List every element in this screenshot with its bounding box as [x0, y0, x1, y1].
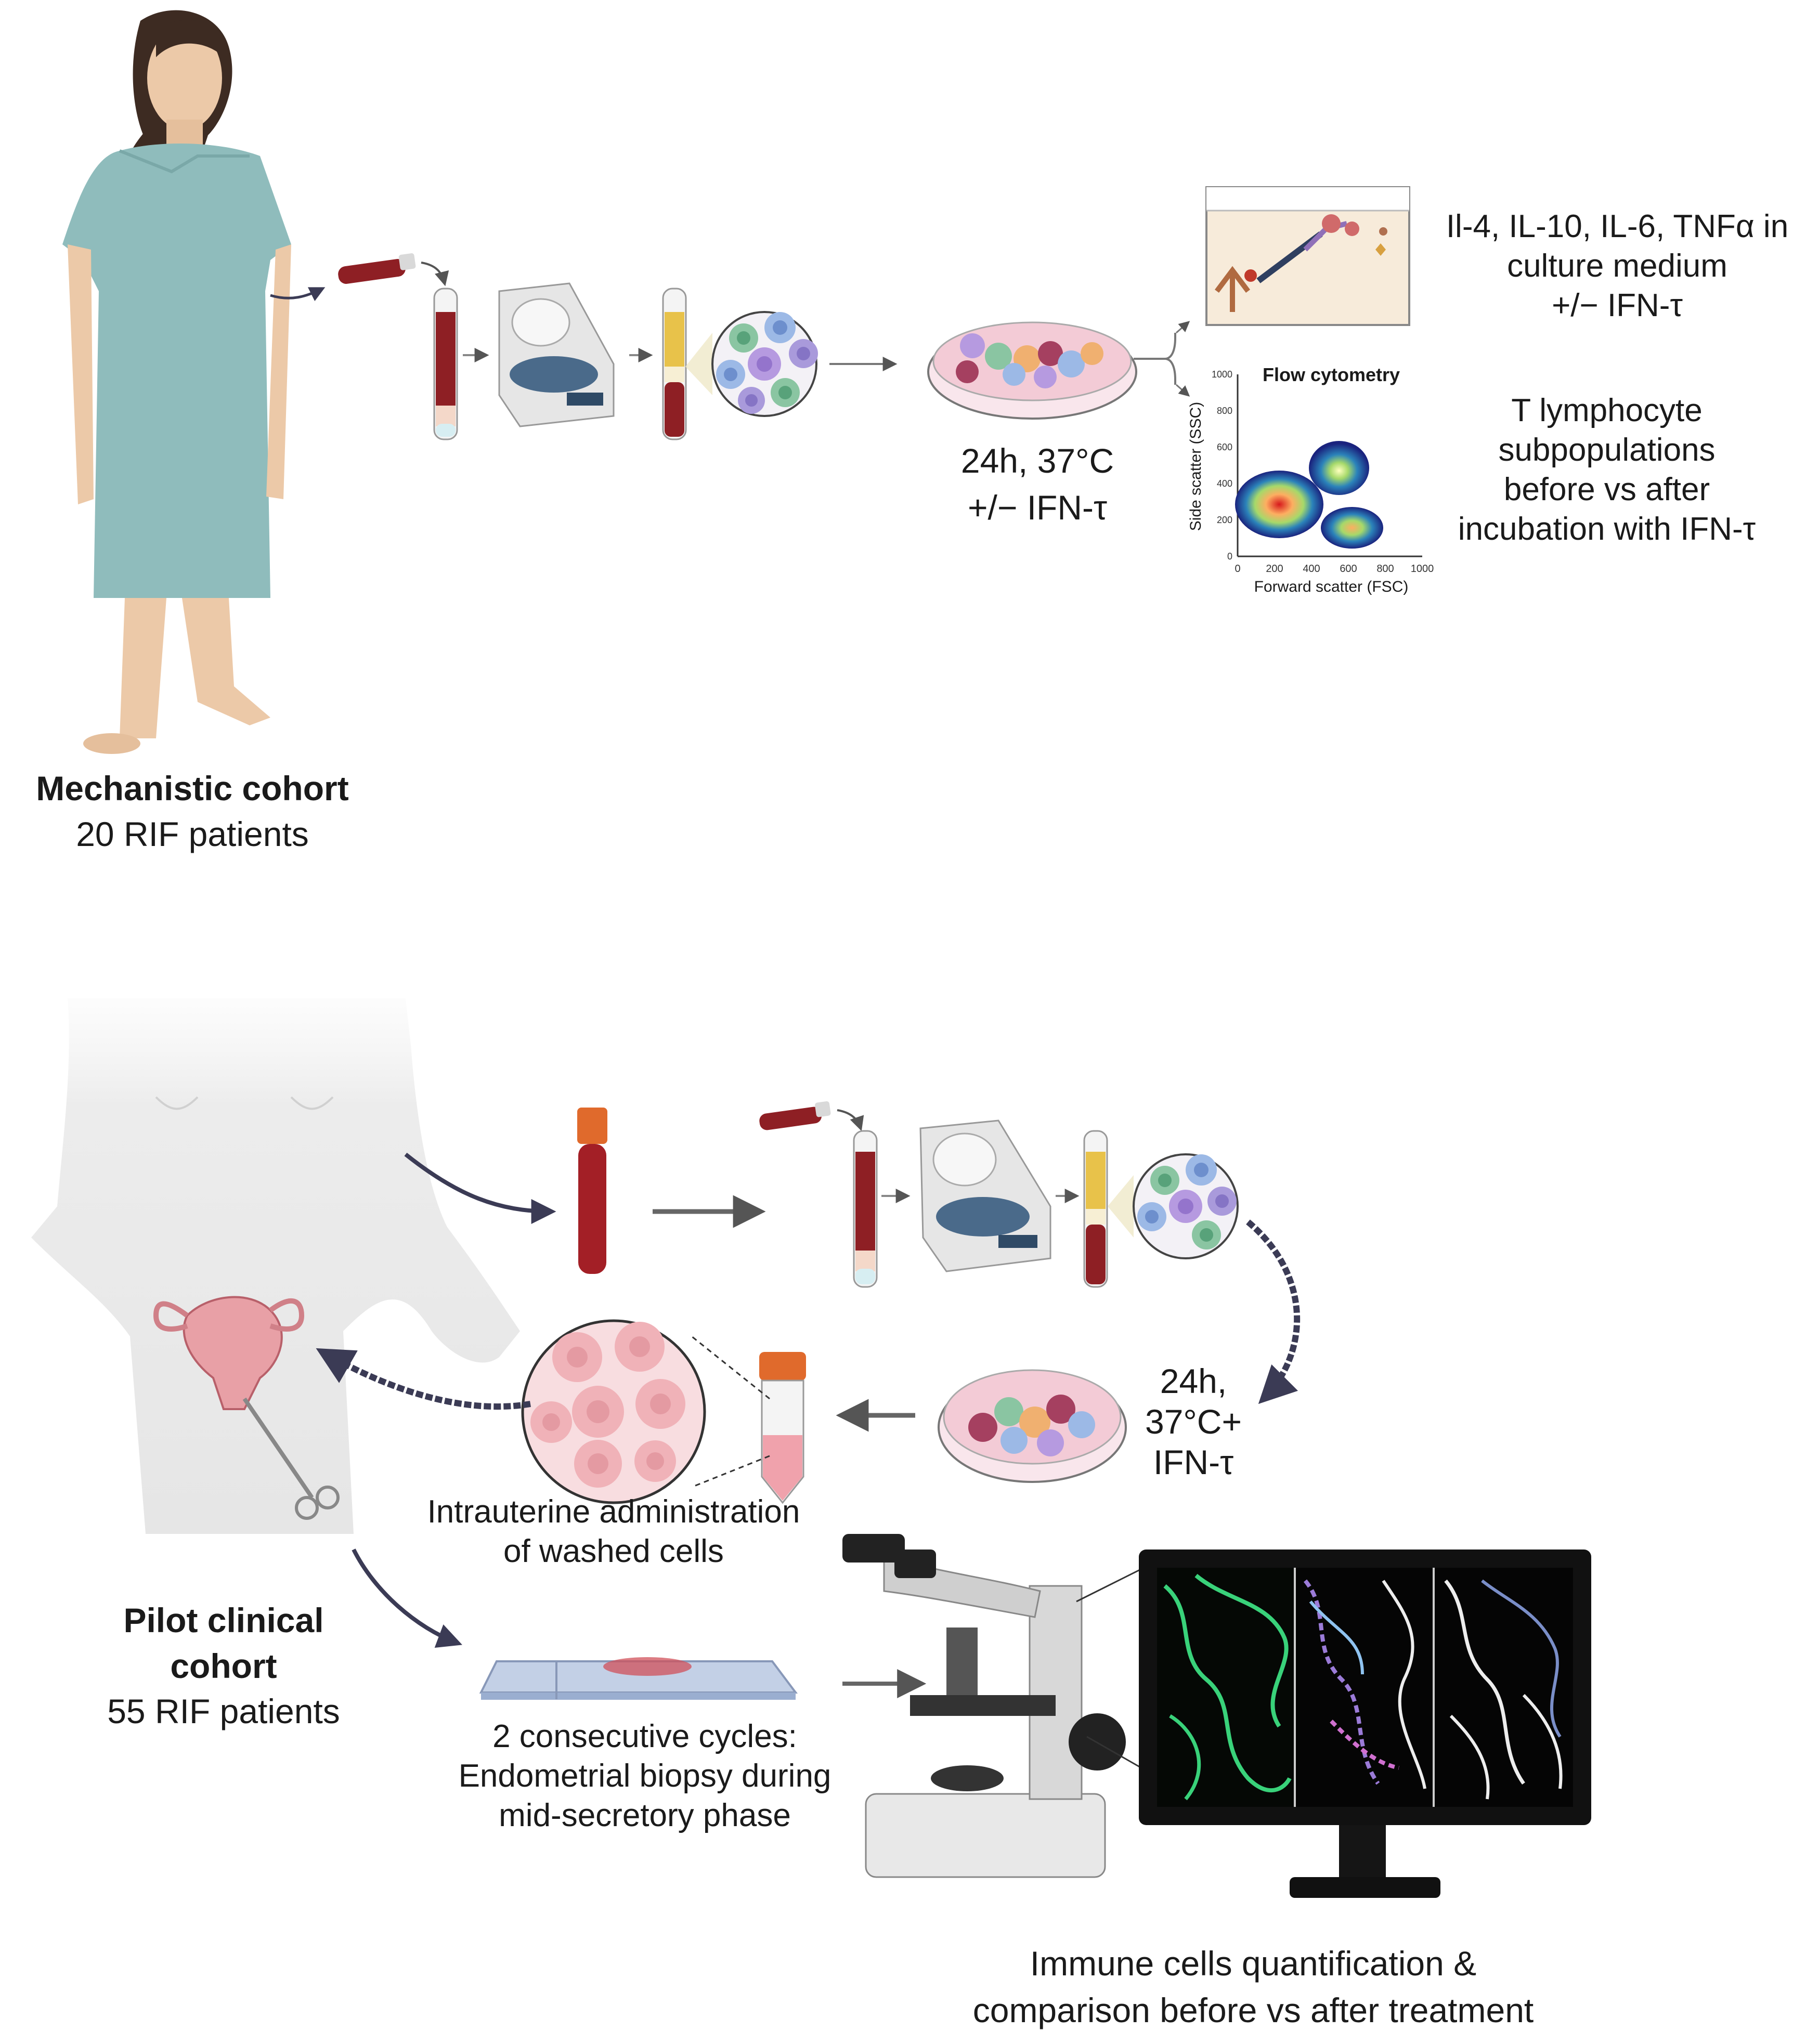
blood-tube-top — [433, 288, 458, 440]
patient-figure — [62, 10, 291, 754]
biopsy-slide — [479, 1657, 798, 1700]
flow-ytick-label: 0 — [1227, 551, 1232, 562]
centrifuge-top — [498, 282, 615, 427]
incubation-bottom-line2: 37°C+ — [1145, 1402, 1242, 1441]
cytokines-line1: Il-4, IL-10, IL-6, TNFα in — [1446, 209, 1789, 244]
cytokines-line2: culture medium — [1507, 248, 1727, 284]
flow-xtick-label: 600 — [1340, 563, 1357, 575]
tcell-line4: incubation with IFN-τ — [1458, 511, 1756, 547]
flow-title: Flow cytometry — [1262, 364, 1400, 385]
incubation-top-line1: 24h, 37°C — [960, 441, 1114, 480]
blood-tube-bottom — [853, 1130, 878, 1288]
admin-line1: Intrauterine administration — [427, 1494, 800, 1530]
pbmc-magnified-bottom — [1133, 1153, 1239, 1259]
flow-ytick-label: 600 — [1217, 442, 1232, 452]
separated-tube-top — [662, 288, 687, 440]
monitor — [1139, 1550, 1591, 1898]
blood-sample-tube-bottom — [759, 1101, 831, 1130]
flow-xtick-label: 200 — [1266, 563, 1283, 575]
centrifuge-bottom — [919, 1119, 1051, 1272]
flow-xtick-label: 800 — [1376, 563, 1394, 575]
torso-figure — [31, 998, 520, 1534]
mechanistic-cohort-subtitle: 20 RIF patients — [76, 815, 309, 853]
flow-ylabel: Side scatter (SSC) — [1187, 401, 1204, 531]
pilot-cohort-title-line1: Pilot clinical — [123, 1601, 324, 1639]
separated-tube-bottom — [1083, 1130, 1108, 1288]
tcell-line3: before vs after — [1503, 472, 1710, 507]
tcell-line1: T lymphocyte — [1511, 393, 1703, 428]
flow-cytometry-plot: 0 200 400 600 800 1000 0 200 400 600 800 1000 — [1212, 369, 1434, 575]
washed-cells-magnified — [521, 1319, 706, 1504]
quant-line2: comparison before vs after treatment — [972, 1991, 1534, 2029]
pbmc-magnified-top — [711, 311, 818, 417]
flow-xtick-label: 0 — [1235, 563, 1240, 575]
incubation-bottom-line1: 24h, — [1160, 1362, 1227, 1400]
cytokines-line3: +/− IFN-τ — [1552, 288, 1683, 323]
blood-sample-tube-top — [338, 253, 416, 284]
pilot-cohort-subtitle: 55 RIF patients — [107, 1692, 340, 1730]
flow-ytick-label: 800 — [1217, 406, 1232, 416]
flow-ytick-label: 200 — [1217, 515, 1232, 525]
flow-xtick-label: 1000 — [1411, 563, 1434, 575]
flow-xtick-label: 400 — [1303, 563, 1320, 575]
biopsy-line2: Endometrial biopsy during — [458, 1758, 831, 1794]
flow-ytick-label: 1000 — [1212, 369, 1232, 380]
blood-tube-orange-cap — [577, 1108, 607, 1274]
falcon-tube — [759, 1352, 806, 1504]
elisa-well — [1205, 186, 1410, 326]
biopsy-line1: 2 consecutive cycles: — [492, 1718, 797, 1754]
biopsy-line3: mid-secretory phase — [499, 1798, 791, 1833]
incubation-bottom-line3: IFN-τ — [1153, 1443, 1234, 1481]
admin-line2: of washed cells — [503, 1533, 724, 1569]
petri-dish-bottom — [938, 1369, 1127, 1483]
mechanistic-cohort-title: Mechanistic cohort — [36, 769, 349, 808]
flow-ytick-label: 400 — [1217, 478, 1232, 489]
tcell-line2: subpopulations — [1498, 432, 1716, 468]
incubation-top-line2: +/− IFN-τ — [967, 488, 1108, 527]
microscope — [842, 1534, 1126, 1878]
arrow-patient-to-sample — [270, 287, 326, 302]
pilot-cohort-title-line2: cohort — [170, 1647, 277, 1685]
flow-xlabel: Forward scatter (FSC) — [1254, 578, 1409, 595]
petri-dish-top — [927, 321, 1137, 420]
quant-line1: Immune cells quantification & — [1030, 1944, 1477, 1983]
